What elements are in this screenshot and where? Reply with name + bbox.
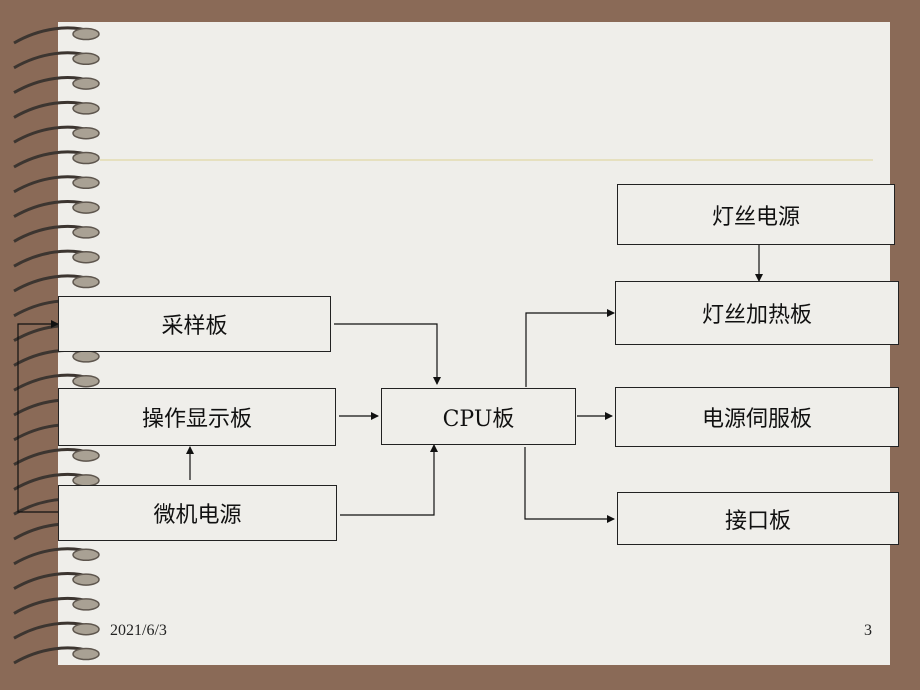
spiral-hole: [72, 151, 100, 165]
spiral-hole: [72, 622, 100, 636]
spiral-hole: [72, 250, 100, 264]
box-operation-display-board-label: 操作显示板: [141, 407, 252, 432]
box-filament-power: 灯丝电源: [617, 184, 895, 245]
box-sampling-board: 采样板: [58, 296, 331, 352]
spiral-binding: [13, 26, 100, 665]
spiral-hole: [72, 52, 100, 66]
box-interface-board-label: 接口板: [724, 508, 791, 534]
spiral-hole: [72, 27, 100, 41]
box-microcomputer-power-label: 微机电源: [153, 503, 242, 528]
box-cpu-board: CPU板: [381, 388, 576, 445]
box-power-servo-board: 电源伺服板: [615, 387, 899, 447]
footer-date: 2021/6/3: [110, 622, 167, 639]
box-cpu-board-label: CPU板: [442, 406, 515, 432]
box-filament-power-label: 灯丝电源: [711, 204, 800, 230]
box-microcomputer-power: 微机电源: [58, 485, 337, 541]
box-filament-heater-board-label: 灯丝加热板: [701, 303, 812, 328]
spiral-hole: [72, 126, 100, 140]
footer-page-number: 3: [864, 622, 872, 639]
spiral-hole: [72, 374, 100, 388]
spiral-hole: [72, 176, 100, 190]
arrow-sampling-to-cpu: [334, 323, 441, 385]
arrow-feedback-loop: [17, 320, 59, 513]
title-divider: [100, 159, 873, 161]
box-sampling-board-label: 采样板: [161, 314, 228, 339]
arrow-micro-power-to-cpu: [340, 444, 438, 516]
spiral-hole: [72, 201, 100, 214]
spiral-hole: [72, 226, 100, 239]
arrow-cpu-to-interface: [524, 447, 615, 523]
spiral-hole: [72, 77, 100, 90]
spiral-hole: [72, 449, 100, 462]
spiral-hole: [72, 102, 100, 115]
box-filament-heater-board: 灯丝加热板: [615, 281, 899, 345]
spiral-hole: [72, 275, 100, 289]
arrow-cpu-to-heater: [525, 309, 615, 387]
box-interface-board: 接口板: [617, 492, 899, 545]
box-power-servo-board-label: 电源伺服板: [701, 407, 812, 432]
spiral-hole: [72, 598, 100, 611]
box-operation-display-board: 操作显示板: [58, 388, 336, 446]
spiral-hole: [72, 548, 100, 562]
spiral-hole: [72, 647, 100, 661]
spiral-hole: [72, 573, 100, 586]
